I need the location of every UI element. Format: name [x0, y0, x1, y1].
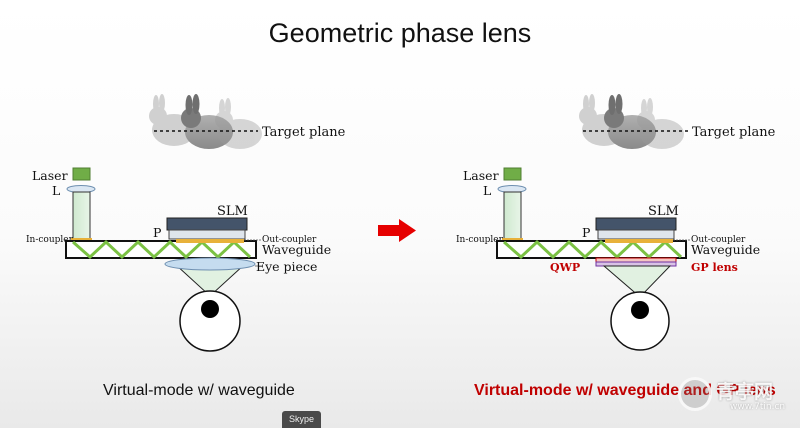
right-gp-lens-label: GP lens — [691, 261, 738, 274]
right-polarizer — [597, 229, 675, 240]
right-vertical-beam — [503, 191, 522, 241]
left-lens-label: L — [52, 183, 60, 198]
left-out-coupler — [176, 239, 244, 243]
slide-title: Geometric phase lens — [268, 18, 532, 48]
left-eye-piece-label: Eye piece — [256, 259, 317, 274]
left-target-plane-label: Target plane — [262, 125, 346, 140]
right-lens-l — [497, 185, 527, 193]
left-laser — [72, 167, 91, 181]
right-target-plane-label: Target plane — [692, 125, 776, 140]
left-eye-piece — [164, 257, 256, 271]
left-lens-l — [66, 185, 96, 193]
right-waveguide-label: Waveguide — [691, 242, 760, 257]
left-caption: Virtual-mode w/ waveguide — [103, 382, 295, 399]
right-pupil — [631, 301, 649, 319]
right-gp-lens — [595, 261, 677, 267]
watermark-url: www.7tin.cn — [730, 402, 786, 412]
left-slm-label: SLM — [217, 204, 248, 219]
left-slm — [166, 217, 248, 231]
left-polarizer-label: P — [153, 225, 161, 240]
left-polarizer — [168, 229, 246, 240]
left-pupil — [201, 300, 219, 318]
right-polarizer-label: P — [582, 225, 590, 240]
right-laser — [503, 167, 522, 181]
right-in-coupler-label: In-coupler — [456, 235, 504, 245]
left-bunnies — [149, 94, 262, 149]
skype-call-badge[interactable]: Skype — [282, 411, 322, 428]
left-diagram: Target plane Laser L In-coupler SLM P Ou… — [26, 94, 346, 352]
left-in-coupler-label: In-coupler — [26, 235, 74, 245]
right-light-cone — [602, 265, 672, 298]
left-laser-label: Laser — [32, 168, 68, 183]
right-slm-label: SLM — [648, 204, 679, 219]
right-lens-label: L — [483, 183, 491, 198]
left-zigzag-beam — [72, 239, 252, 260]
left-vertical-beam — [72, 191, 91, 241]
right-laser-label: Laser — [463, 168, 499, 183]
right-slm — [595, 217, 677, 231]
transition-arrow — [378, 219, 416, 242]
right-qwp — [595, 257, 677, 263]
right-zigzag-beam — [503, 239, 683, 260]
right-eye — [610, 291, 670, 351]
right-diagram: Target plane Laser L In-coupler SLM P Ou… — [456, 94, 776, 351]
left-out-coupler-label: Out-coupler — [262, 235, 317, 245]
watermark-logo-icon — [678, 377, 712, 411]
right-out-coupler-label: Out-coupler — [691, 235, 746, 245]
left-waveguide-label: Waveguide — [262, 242, 331, 257]
right-qwp-label: QWP — [550, 261, 580, 274]
left-eye — [179, 290, 241, 352]
right-bunnies — [579, 94, 684, 149]
right-out-coupler — [605, 239, 673, 243]
watermark-text: 青亭网 — [716, 381, 774, 403]
